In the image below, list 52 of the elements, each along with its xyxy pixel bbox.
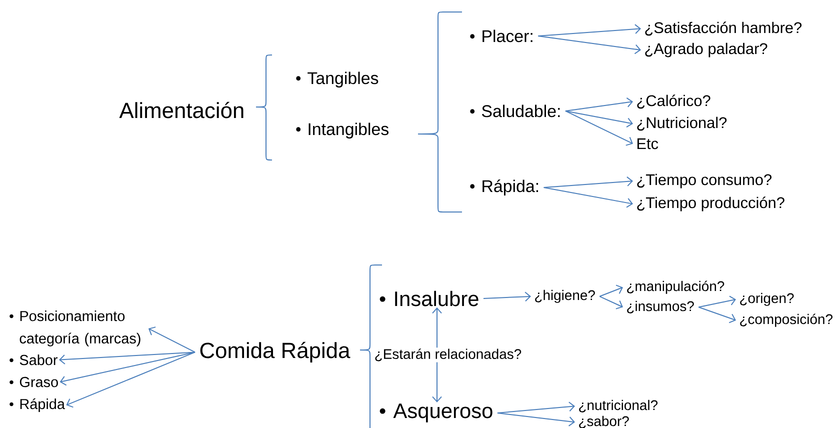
- arrow: [564, 110, 633, 146]
- topic-text: Comida Rápida: [200, 342, 350, 363]
- arrow: [698, 306, 736, 324]
- list-item: Tangibles: [296, 72, 378, 88]
- arrow: [148, 326, 196, 353]
- arrow: [564, 110, 633, 128]
- question-text: ¿manipulación?: [627, 280, 724, 294]
- node-label: Rápida:: [482, 180, 538, 196]
- list-item: Placer:: [470, 30, 532, 42]
- question-text: Etc: [637, 138, 658, 150]
- arrow: [482, 292, 531, 302]
- arrow: [543, 176, 633, 188]
- node-label: Insalubre: [395, 290, 478, 306]
- node-label: Rápida: [20, 398, 65, 412]
- arrow: [543, 187, 633, 208]
- list-item: Posicionamiento categoría (marcas): [10, 310, 140, 346]
- arrow: [432, 307, 442, 402]
- list-item: Intangibles: [296, 122, 388, 139]
- list-item: Asqueroso: [380, 404, 492, 422]
- question-text: ¿nutricional?: [579, 400, 658, 412]
- arrow: [698, 296, 736, 308]
- list-item: Saludable:: [470, 104, 560, 118]
- node-label: Sabor: [20, 354, 58, 366]
- arrow: [58, 352, 196, 364]
- question-text: ¿Calórico?: [637, 94, 710, 109]
- question-text: ¿Nutricional?: [637, 116, 727, 131]
- question-text: ¿Agrado paladar?: [645, 42, 768, 58]
- list-item: Sabor: [10, 354, 58, 366]
- arrow: [60, 352, 196, 386]
- question-text: ¿Tiempo consumo?: [637, 174, 772, 188]
- question-text: ¿higiene?: [535, 290, 595, 303]
- list-item: Rápida: [10, 398, 65, 412]
- arrow: [564, 97, 633, 112]
- arrow: [599, 296, 623, 310]
- arrow: [538, 35, 641, 54]
- question-text: ¿composición?: [740, 314, 832, 327]
- question-text: ¿Satisfacción hambre?: [645, 22, 802, 36]
- arrow: [66, 352, 196, 408]
- topic-text: Alimentación: [119, 102, 244, 118]
- arrow: [538, 24, 641, 36]
- list-item: Insalubre: [380, 290, 478, 306]
- list-item: Graso: [10, 376, 58, 388]
- list-item: Rápida:: [470, 180, 538, 196]
- node-label: Graso: [20, 376, 58, 388]
- question-text: ¿sabor?: [579, 416, 629, 428]
- question-text: ¿Tiempo producción?: [637, 196, 784, 212]
- arrow: [496, 412, 575, 426]
- question-text: ¿origen?: [740, 292, 794, 306]
- arrow: [599, 284, 623, 297]
- edge-label: ¿Estarán relacionadas?: [373, 348, 523, 362]
- question-text: ¿insumos?: [627, 300, 694, 314]
- node-label: Placer:: [482, 30, 532, 42]
